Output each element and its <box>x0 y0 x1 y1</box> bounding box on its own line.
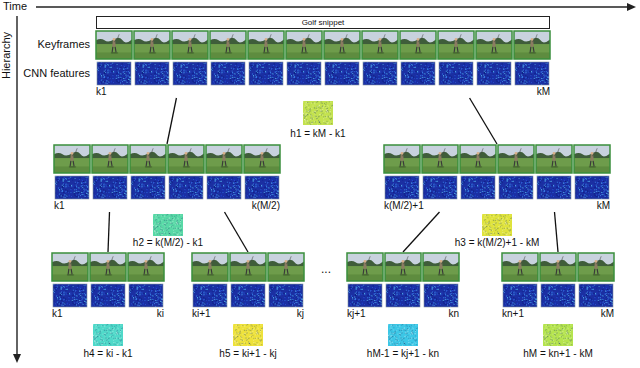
keyframe-index: kM <box>537 86 550 98</box>
keyframe-group: k1 k(M/2) <box>52 144 282 212</box>
keyframe-index: k1 <box>96 86 107 98</box>
frame-strip <box>94 30 552 86</box>
annotation-label: h3 = k(M/2)+1 - kM <box>455 237 539 249</box>
difference-map <box>388 324 418 346</box>
difference-map <box>93 324 123 346</box>
snippet-title: Golf snippet <box>302 17 345 28</box>
keyframe-index: ki+1 <box>192 308 211 320</box>
keyframe-index-row: k1 kM <box>94 86 552 98</box>
annotation-label: hM = kn+1 - kM <box>523 348 592 360</box>
keyframe-index-row: k1 ki <box>50 308 166 320</box>
frame-strip <box>500 252 616 308</box>
annotation-label: ... <box>321 262 331 276</box>
hierarchy-link <box>108 212 110 252</box>
frame-strip <box>345 252 461 308</box>
difference-map <box>543 324 573 346</box>
keyframe-group: kj+1 kn <box>345 252 461 320</box>
snippet-bar: Golf snippet <box>96 16 550 29</box>
keyframe-index-row: kn+1 kM <box>500 308 616 320</box>
keyframe-index: kj+1 <box>347 308 366 320</box>
keyframe-index-row: ki+1 kj <box>190 308 306 320</box>
hierarchy-link <box>225 212 249 252</box>
keyframe-index: k1 <box>54 200 65 212</box>
annotation-label: hM-1 = kj+1 - kn <box>367 348 439 360</box>
hierarchy-link <box>403 212 440 252</box>
axis-arrowhead <box>627 3 636 11</box>
annotation-label: h4 = ki - k1 <box>83 348 132 360</box>
annotation-label: h5 = ki+1 - kj <box>219 348 276 360</box>
keyframe-index: kM <box>597 200 610 212</box>
frame-strip <box>52 144 282 200</box>
annotation-label: Keyframes <box>37 38 90 51</box>
keyframe-group: k1 ki <box>50 252 166 320</box>
frame-strip <box>190 252 306 308</box>
keyframe-index-row: k(M/2)+1 kM <box>382 200 612 212</box>
keyframe-index: kn+1 <box>502 308 524 320</box>
keyframe-index: ki <box>157 308 164 320</box>
hierarchy-link <box>167 98 176 144</box>
keyframe-group: Golf snippet k1 kM <box>94 16 552 98</box>
keyframe-index: kM <box>601 308 614 320</box>
annotation-label: CNN features <box>23 67 90 80</box>
hierarchy-link <box>470 98 497 144</box>
axis-arrowhead <box>13 354 21 363</box>
frame-strip <box>50 252 166 308</box>
keyframe-index: k1 <box>52 308 63 320</box>
keyframe-group: k(M/2)+1 kM <box>382 144 612 212</box>
hierarchy-link <box>555 212 559 252</box>
difference-map <box>153 214 183 236</box>
keyframe-index: kj <box>297 308 304 320</box>
keyframe-group: ki+1 kj <box>190 252 306 320</box>
keyframe-index: k(M/2) <box>252 200 280 212</box>
annotation-label: Time <box>3 0 27 13</box>
difference-map <box>233 324 263 346</box>
frame-strip <box>382 144 612 200</box>
keyframe-index-row: k1 k(M/2) <box>52 200 282 212</box>
keyframe-index: kn <box>448 308 459 320</box>
keyframe-index: k(M/2)+1 <box>384 200 424 212</box>
time-axis <box>36 6 629 7</box>
keyframe-group: kn+1 kM <box>500 252 616 320</box>
difference-map <box>303 101 333 125</box>
annotation-label: h2 = k(M/2) - k1 <box>133 237 203 249</box>
annotation-label: h1 = kM - k1 <box>290 128 345 140</box>
hierarchy-axis <box>16 16 17 356</box>
axis-label: Hierarchy <box>1 31 14 78</box>
keyframe-index-row: kj+1 kn <box>345 308 461 320</box>
difference-map <box>482 214 512 236</box>
